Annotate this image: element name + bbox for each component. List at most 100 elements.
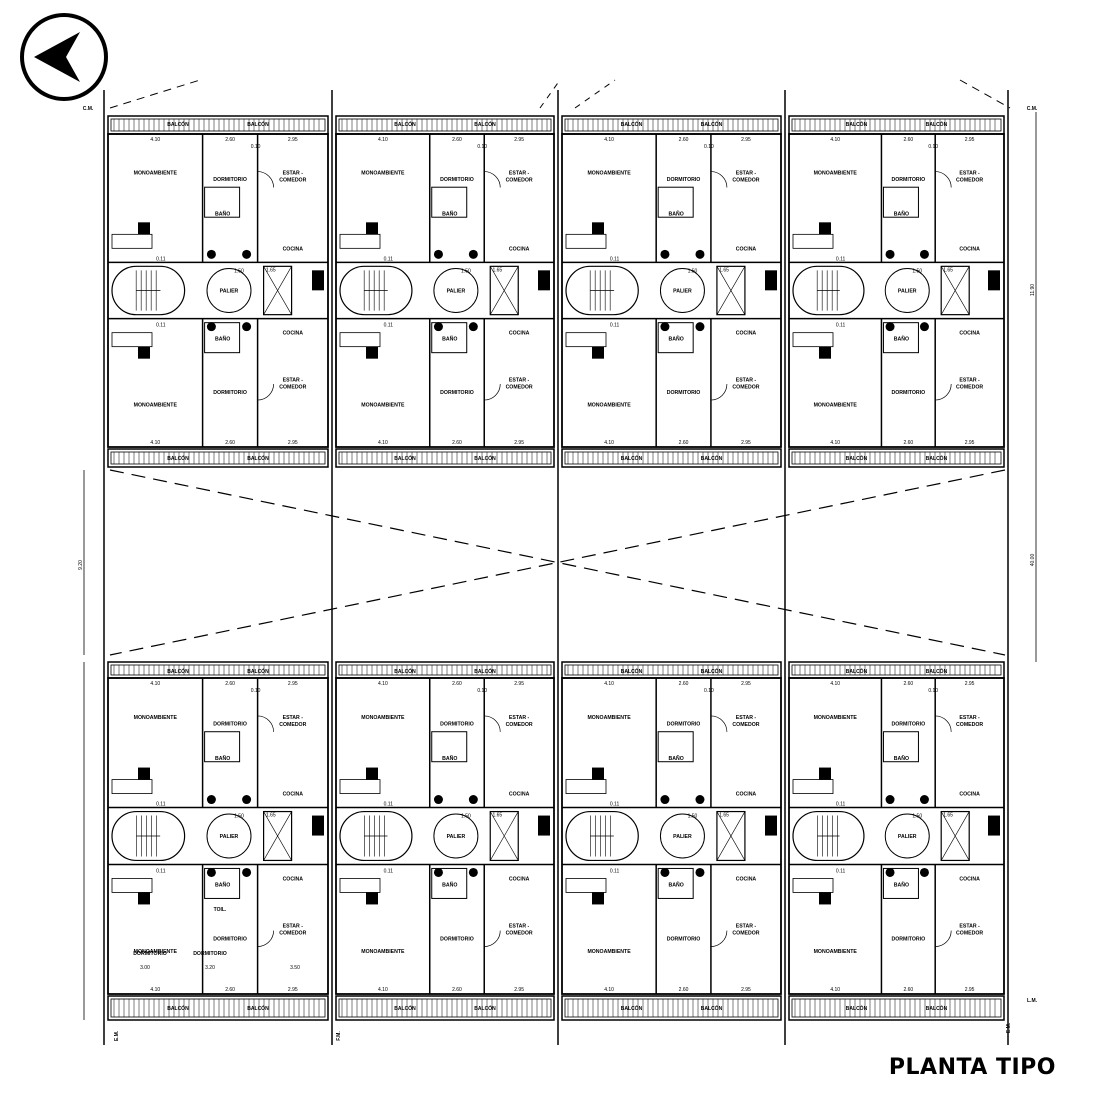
room-label: MONOAMBIENTE [587,949,631,955]
kitchen-counter [111,332,153,348]
bathroom [204,731,241,763]
room-label: MONOAMBIENTE [587,402,631,408]
room-label: DORMITORIO [213,177,247,183]
palier-hall [884,813,930,859]
plan-title: PLANTA TIPO [888,1055,1056,1080]
kitchen-counter [792,779,834,794]
palier-hall [433,268,479,313]
room-label: COMEDOR [506,931,533,937]
room-label: BALCÓN [621,454,643,462]
dimension-label: 2.95 [741,681,751,687]
dimension-label: 2.60 [679,987,689,993]
room-label: COMEDOR [956,722,983,728]
elevator [716,810,746,862]
room-label: DORMITORIO [213,936,247,942]
dimension-label: 0.10 [928,688,938,694]
elevator-cross [716,266,746,315]
room-label: BALCÓN [846,454,868,462]
room-label: MONOAMBIENTE [361,171,405,177]
room-label: MONOAMBIENTE [361,715,405,721]
kitchen-counter [339,332,381,348]
dimension-label: 0.10 [704,144,714,150]
apartment-module [788,677,1005,995]
module-outline [561,677,782,995]
structural-column [885,249,895,259]
dimension-label: 2.95 [288,987,298,993]
bathroom [204,186,241,218]
stove [819,767,831,780]
edge-label: C.M. [1027,106,1038,112]
dimension-label: 0.10 [251,144,261,150]
stove [819,346,831,359]
dimension-label: 0.11 [384,323,394,329]
kitchen-counter [339,233,381,249]
room-label: COMEDOR [279,931,306,937]
room-label: DORMITORIO [667,390,701,396]
bathroom [204,867,241,899]
stair [565,810,639,862]
kitchen-counter [565,332,607,348]
bathroom [882,186,919,218]
kitchen-counter [792,233,834,249]
balcony-railing [791,998,1002,1018]
room-label: COCINA [509,792,530,798]
balcony-railing [338,451,552,465]
room-label: BAÑO [215,755,230,762]
room-label: COMEDOR [732,722,759,728]
elevator-cross [489,811,519,861]
balcony-strip [788,661,1005,679]
dimension-label: 2.60 [452,987,462,993]
dimension-label: 4.10 [604,987,614,993]
roof-line [539,79,561,109]
room-label: COMEDOR [506,178,533,184]
kitchen-counter [565,878,607,893]
room-label: ESTAR - [736,171,757,177]
room-label: DORMITORIO [440,177,474,183]
dimension-label: 4.10 [378,137,388,143]
room-label: BALCÓN [701,120,723,128]
courtyard [109,79,1011,656]
room-label: ESTAR - [283,171,304,177]
room-label: BALCÓN [846,120,868,128]
room-label: COMEDOR [506,722,533,728]
stove [366,222,378,235]
room-label: BAÑO [894,336,909,343]
room-label: COMEDOR [732,384,759,390]
dimension-label: 2.95 [965,987,975,993]
room-label: COMEDOR [279,178,306,184]
dimension-label: 1.65 [266,267,276,273]
module-outline [107,677,329,995]
balcony-railing [791,664,1002,676]
room-label: PALIER [447,289,466,295]
door-swing [484,171,501,188]
room-label: BALCÓN [701,1004,723,1012]
dimension-label: 4.10 [378,987,388,993]
room-label: BALCÓN [167,667,189,675]
dimension-label: 4.10 [604,440,614,446]
structural-column [660,249,670,259]
structural-column [919,249,929,259]
room-label: MONOAMBIENTE [814,715,858,721]
room-label: BALCÓN [247,454,269,462]
stair [339,265,413,316]
room-label: MONOAMBIENTE [587,171,631,177]
dimension-label: 2.60 [225,681,235,687]
room-label: DORMITORIO [892,177,926,183]
apartment-module [561,133,782,448]
balcony-strip [788,995,1005,1021]
balcony-railing [110,998,326,1018]
room-label: BAÑO [669,881,684,888]
dimension-label: 3.20 [205,965,215,971]
apartment-module [107,677,329,995]
apartment-module [335,133,555,448]
module-outline [788,677,1005,995]
dimension-label: 0.11 [610,802,620,808]
dimension-label: 2.95 [288,137,298,143]
structural-column [660,795,670,805]
stair [339,810,413,862]
dimension-label: 4.10 [150,137,160,143]
dimension-label: 1.50 [912,814,922,820]
dimension-label: 4.10 [604,137,614,143]
room-label: ESTAR - [283,924,304,930]
structural-column [433,249,443,259]
